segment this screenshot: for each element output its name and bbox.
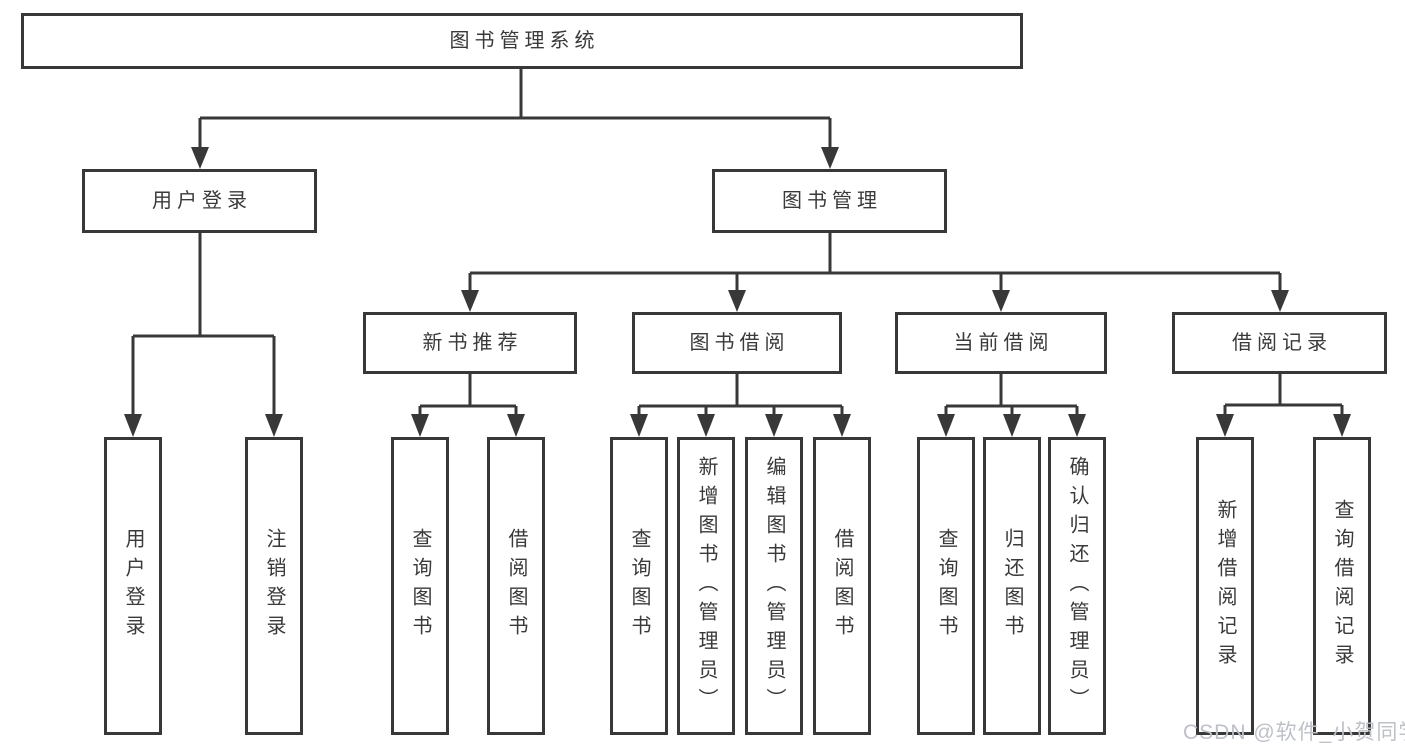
node-user-login: 用户登录 [82,169,317,233]
connector-paths [131,69,1344,418]
leaf-label: 注销登录 [263,528,285,644]
leaf-label: 借阅图书 [505,528,527,644]
leaf-label: 新增图书（管理员） [695,455,717,717]
leaf-label: 查询图书 [628,528,650,644]
leaf-label: 借阅图书 [831,528,853,644]
leaf-label: 用户登录 [122,528,144,644]
node-new-book-recommend: 新书推荐 [363,312,577,374]
watermark: CSDN @软件_小贺同学 [1183,721,1405,744]
node-label: 图书管理系统 [449,30,600,52]
node-label: 图书借阅 [689,332,790,354]
leaf-borrow-books-recommend: 借阅图书 [487,437,545,735]
node-label: 用户登录 [152,190,252,212]
leaf-user-login: 用户登录 [104,437,162,735]
leaf-label: 查询图书 [935,528,957,644]
leaf-label: 查询图书 [409,528,431,644]
arrowheads [124,147,1351,437]
leaf-label: 归还图书 [1001,528,1023,644]
node-label: 当前借阅 [953,332,1054,354]
leaf-add-borrow-record: 新增借阅记录 [1196,437,1254,735]
leaf-query-borrow-record: 查询借阅记录 [1313,437,1371,735]
leaf-borrow-books-borrowing: 借阅图书 [813,437,871,735]
leaf-add-book-admin: 新增图书（管理员） [677,437,735,735]
leaf-label: 查询借阅记录 [1331,499,1353,673]
node-library-management-system: 图书管理系统 [21,13,1023,69]
leaf-query-books-current: 查询图书 [917,437,975,735]
node-borrowing-records: 借阅记录 [1172,312,1387,374]
node-book-borrowing: 图书借阅 [632,312,842,374]
leaf-label: 确认归还（管理员） [1066,455,1088,717]
node-label: 借阅记录 [1232,332,1332,354]
leaf-label: 新增借阅记录 [1214,499,1236,673]
leaf-edit-book-admin: 编辑图书（管理员） [745,437,803,735]
leaf-confirm-return-admin: 确认归还（管理员） [1048,437,1106,735]
node-label: 新书推荐 [422,332,523,354]
leaf-return-book: 归还图书 [983,437,1041,735]
leaf-query-books-recommend: 查询图书 [391,437,449,735]
leaf-query-books-borrowing: 查询图书 [610,437,668,735]
leaf-logout: 注销登录 [245,437,303,735]
leaf-label: 编辑图书（管理员） [763,455,785,717]
node-label: 图书管理 [782,190,882,212]
node-current-borrowing: 当前借阅 [895,312,1107,374]
node-book-management: 图书管理 [712,169,947,233]
